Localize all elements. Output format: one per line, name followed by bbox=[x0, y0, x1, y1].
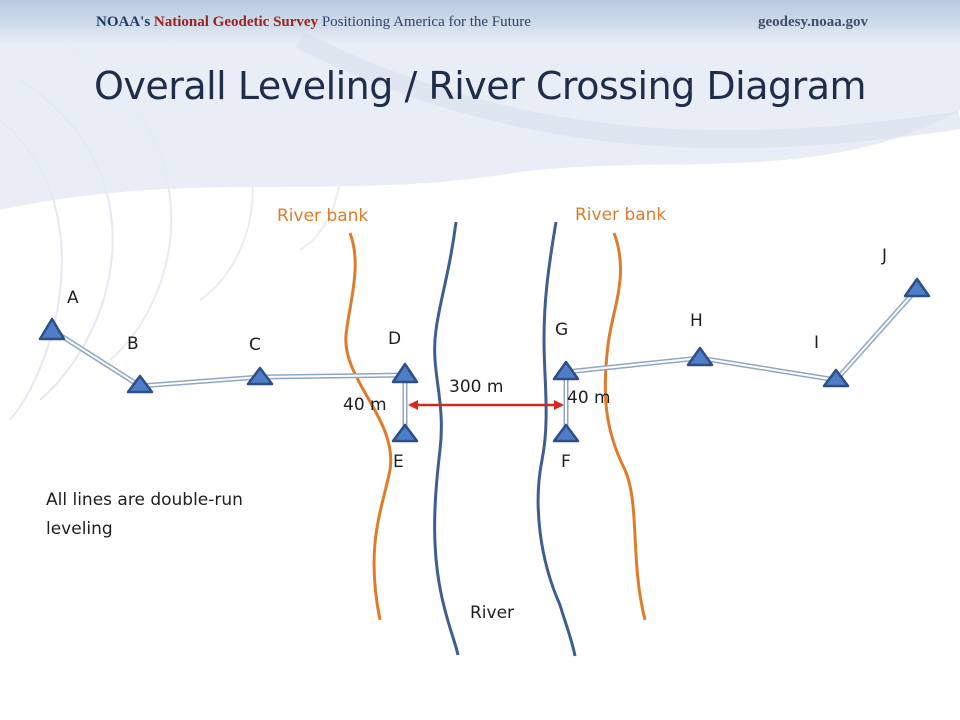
station-h-label: H bbox=[690, 311, 703, 331]
spur-left-distance-label: 40 m bbox=[343, 395, 387, 415]
station-i-label: I bbox=[814, 333, 819, 353]
station-a-label: A bbox=[67, 288, 79, 308]
river-bank-left-label: River bank bbox=[277, 206, 368, 226]
header-agency: NOAA's National Geodetic Survey Position… bbox=[96, 14, 531, 31]
station-e-label: E bbox=[393, 452, 404, 472]
station-d-marker[interactable] bbox=[391, 362, 419, 384]
slide-title: Overall Leveling / River Crossing Diagra… bbox=[93, 64, 867, 108]
station-g-label: G bbox=[555, 320, 568, 340]
station-a-marker[interactable] bbox=[38, 317, 66, 341]
river-label: River bbox=[470, 603, 514, 623]
station-f-label: F bbox=[561, 452, 571, 472]
river-bank-left-line bbox=[344, 232, 393, 621]
header-brand: NOAA's bbox=[96, 14, 151, 30]
station-f-marker[interactable] bbox=[552, 423, 580, 443]
leveling-lines bbox=[50, 287, 919, 435]
station-b-marker[interactable] bbox=[126, 374, 154, 394]
crossing-distance-label: 300 m bbox=[449, 377, 503, 397]
header-band bbox=[0, 0, 960, 44]
station-g-marker[interactable] bbox=[552, 360, 580, 381]
header-tagline: Positioning America for the Future bbox=[321, 14, 531, 30]
header-org: National Geodetic Survey bbox=[153, 14, 319, 30]
station-h-marker[interactable] bbox=[686, 346, 714, 367]
river-bank-right-line bbox=[603, 232, 647, 621]
station-markers bbox=[38, 277, 931, 443]
station-d-label: D bbox=[388, 329, 401, 349]
station-j-label: J bbox=[881, 246, 887, 266]
station-b-label: B bbox=[127, 334, 139, 354]
header-website[interactable]: geodesy.noaa.gov bbox=[757, 14, 868, 30]
station-c-marker[interactable] bbox=[246, 366, 274, 386]
river-edge-right-line bbox=[536, 221, 577, 657]
station-e-marker[interactable] bbox=[391, 423, 419, 443]
spur-right-distance-label: 40 m bbox=[567, 388, 611, 408]
station-c-label: C bbox=[249, 335, 261, 355]
river-edge-left-line bbox=[433, 221, 460, 656]
station-j-marker[interactable] bbox=[903, 277, 931, 298]
river-bank-right-label: River bank bbox=[575, 205, 666, 225]
station-i-marker[interactable] bbox=[822, 368, 850, 388]
leveling-note: All lines are double-run leveling bbox=[46, 490, 243, 539]
